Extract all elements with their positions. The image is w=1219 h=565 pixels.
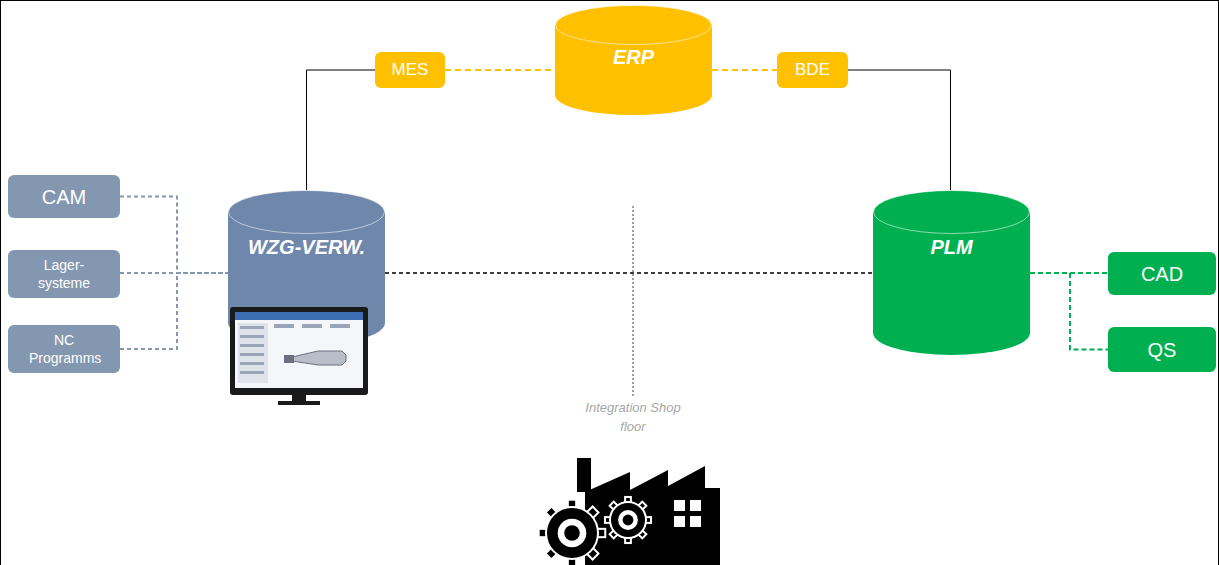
connector-line (445, 69, 555, 71)
box-label: CAD (1135, 262, 1189, 286)
shop-floor-line (633, 206, 634, 396)
system-box: Lager- systeme (8, 250, 120, 298)
cylinder-label: ERP (607, 45, 660, 69)
connector-line (712, 69, 777, 71)
connector-line (848, 70, 951, 190)
box-label: CAM (36, 185, 92, 209)
cylinder-label: PLM (924, 235, 978, 259)
plm-cylinder: PLM (873, 190, 1030, 355)
system-box: BDE (777, 52, 848, 88)
monitor-picture (230, 307, 368, 405)
box-label: MES (386, 60, 435, 80)
system-box: CAM (8, 175, 120, 218)
connector-line (1030, 273, 1108, 350)
factory-icon (539, 458, 720, 565)
system-box: MES (375, 52, 445, 88)
connector-line (120, 273, 228, 349)
frame-line (1218, 0, 1219, 565)
erp-cylinder: ERP (555, 5, 712, 115)
system-box: NC Programms (8, 325, 120, 373)
box-label: NC Programms (23, 331, 105, 367)
frame-line (0, 0, 1, 565)
system-box: QS (1108, 327, 1216, 372)
connector-line (120, 272, 228, 274)
connector-line (120, 197, 228, 274)
cylinder-shape (873, 190, 1030, 355)
frame-line (0, 0, 1219, 1)
cylinder-label: WZG-VERW. (242, 235, 371, 259)
connector-line (307, 70, 376, 190)
box-label: Lager- systeme (23, 256, 105, 292)
system-box: CAD (1108, 252, 1216, 295)
box-label: BDE (789, 60, 836, 80)
box-label: QS (1142, 338, 1183, 362)
connector-line (385, 272, 873, 274)
tool-management-cylinder: WZG-VERW. (228, 190, 385, 345)
cylinder-shape (228, 190, 385, 345)
shop-floor-label: Integration Shop floor (575, 398, 691, 436)
